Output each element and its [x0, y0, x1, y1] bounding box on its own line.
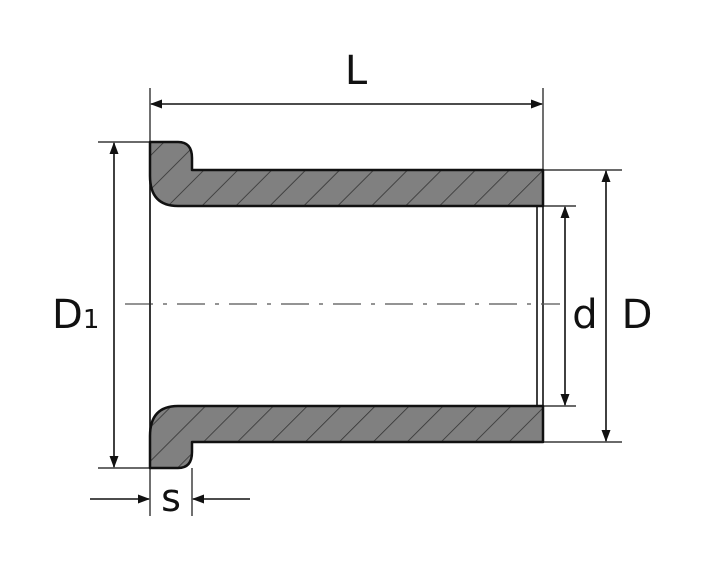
- label-outer-diameter: D: [622, 292, 653, 338]
- label-inner-diameter: d: [572, 292, 597, 338]
- bottom-wall-section: [148, 404, 545, 470]
- label-length: L: [345, 48, 368, 94]
- top-wall-section: [148, 140, 545, 208]
- label-flange-thickness: s: [161, 476, 181, 520]
- label-flange-diameter: D1: [52, 292, 99, 338]
